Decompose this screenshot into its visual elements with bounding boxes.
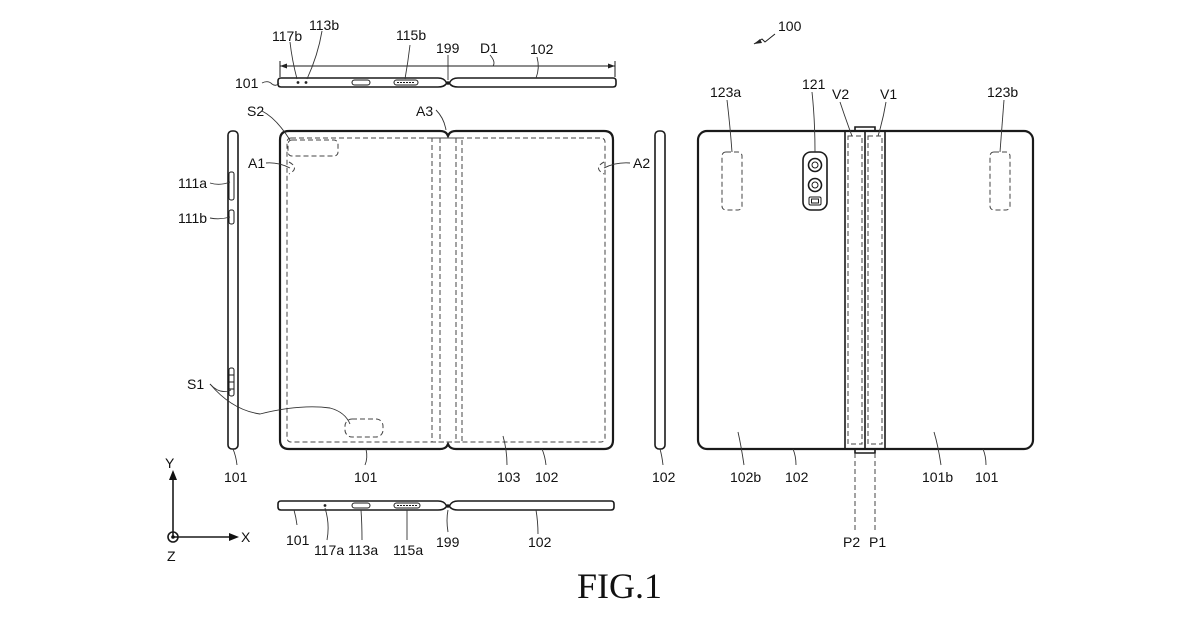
label-P1: P1 xyxy=(869,534,886,550)
label-102b: 102b xyxy=(730,469,761,485)
left-side-view xyxy=(209,130,239,466)
axis-label-y: Y xyxy=(165,455,175,471)
back-view xyxy=(696,33,1035,530)
label-S2: S2 xyxy=(247,103,264,119)
label-113a: 113a xyxy=(348,542,378,558)
axis-label-z: Z xyxy=(167,548,176,564)
label-102-top: 102 xyxy=(530,41,554,57)
label-S1: S1 xyxy=(187,376,204,392)
label-102-right-side: 102 xyxy=(652,469,676,485)
label-A3: A3 xyxy=(416,103,433,119)
figure-title: FIG.1 xyxy=(577,566,662,606)
reference-labels: 100 117b 113b 115b 199 D1 102 101 S2 A3 … xyxy=(165,17,1018,606)
label-102-back: 102 xyxy=(785,469,809,485)
label-123a: 123a xyxy=(710,84,741,100)
label-199-bottom: 199 xyxy=(436,534,460,550)
label-102-front: 102 xyxy=(535,469,559,485)
label-111b: 111b xyxy=(178,210,207,226)
label-P2: P2 xyxy=(843,534,860,550)
front-view xyxy=(209,109,631,466)
label-101-back: 101 xyxy=(975,469,999,485)
label-102-bottom-edge: 102 xyxy=(528,534,552,550)
label-115a: 115a xyxy=(393,542,423,558)
label-199-top: 199 xyxy=(436,40,460,56)
label-117b: 117b xyxy=(272,28,302,44)
label-101-front: 101 xyxy=(354,469,378,485)
label-123b: 123b xyxy=(987,84,1018,100)
label-A1: A1 xyxy=(248,155,265,171)
label-101-bottom-edge: 101 xyxy=(286,532,310,548)
label-A2: A2 xyxy=(633,155,650,171)
label-101-side: 101 xyxy=(224,469,248,485)
label-103: 103 xyxy=(497,469,521,485)
bottom-edge-view xyxy=(277,500,615,541)
label-115b: 115b xyxy=(396,27,426,43)
label-121: 121 xyxy=(802,76,826,92)
right-side-view xyxy=(654,130,666,466)
label-V2: V2 xyxy=(832,86,849,102)
label-113b: 113b xyxy=(309,17,339,33)
label-D1: D1 xyxy=(480,40,498,56)
axis-label-x: X xyxy=(241,529,251,545)
label-101b: 101b xyxy=(922,469,953,485)
label-111a: 111a xyxy=(178,175,207,191)
label-100: 100 xyxy=(778,18,802,34)
label-117a: 117a xyxy=(314,542,344,558)
coordinate-axes xyxy=(167,470,239,543)
top-edge-view xyxy=(261,30,617,88)
label-101-top-edge: 101 xyxy=(235,75,259,91)
label-V1: V1 xyxy=(880,86,897,102)
